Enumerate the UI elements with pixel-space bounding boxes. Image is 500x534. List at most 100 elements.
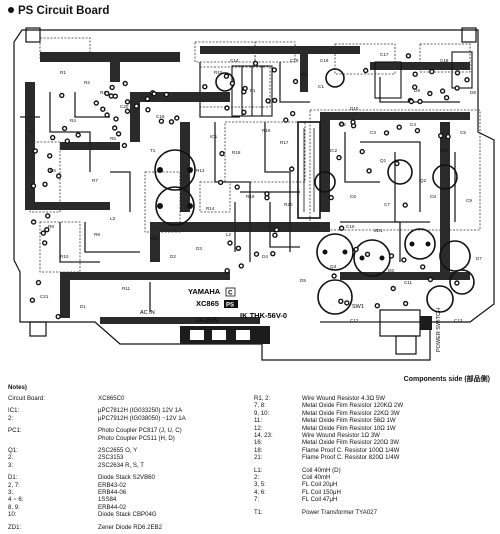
solder-pad [224, 105, 230, 111]
notes-key: 9, 10: [254, 409, 270, 417]
solder-pad [344, 300, 350, 306]
notes-value: Zener Diode RD6.2EB2 [98, 523, 163, 531]
notes-heading: Notes) [8, 384, 27, 391]
solder-pad [227, 240, 233, 246]
notes-key: 7, 8: [254, 402, 266, 410]
solder-pad [40, 230, 46, 236]
notes-row: 2, 7:ERB43-02 [8, 482, 248, 489]
solder-pad [445, 133, 451, 140]
badge-c: C [228, 290, 233, 297]
solder-pad [47, 167, 53, 174]
solder-pad [56, 173, 62, 179]
notes-value: Photo Coupler PC511 (H, D) [98, 434, 175, 442]
notes-key: 2: [8, 414, 14, 422]
solder-pad [224, 267, 230, 274]
solder-pad [289, 166, 295, 172]
ac-in-label: AC IN [140, 310, 155, 316]
solder-pad [438, 132, 444, 139]
page-title: PS Circuit Board [8, 5, 109, 17]
solder-pad [59, 92, 65, 99]
notes-value: 1SS84 [98, 496, 117, 504]
solder-pad [414, 127, 421, 134]
component-ref-label: R20 [284, 202, 293, 207]
notes-key: 11: [254, 417, 263, 425]
notes-row: 21:Flame Proof C. Resistor 820Ω 1/4W [252, 454, 494, 461]
solder-pad [174, 115, 180, 121]
notes-key: PC1: [8, 427, 22, 435]
notes-key [8, 435, 98, 442]
solder-pad [420, 264, 426, 270]
notes-row: ZD1: Zener Diode RD6.2EB2 [8, 524, 248, 531]
solder-pad [30, 183, 37, 189]
solder-pad [383, 130, 390, 136]
notes-row: L1:Coil 40mH (D) [252, 467, 494, 474]
component-ref-label: F1 [250, 88, 256, 93]
solder-pad [47, 153, 53, 159]
component-ref-label: R18 [232, 150, 241, 155]
notes-row: 16:Metal Oxide Film Resistor 220Ω 3W [252, 439, 494, 446]
component-ref-label: C13 [454, 318, 463, 323]
component-ref-label: C7 [384, 202, 390, 207]
solder-pad [328, 194, 334, 201]
solder-pad [272, 232, 278, 238]
notes-value: Power Transformer TYA027 [302, 508, 377, 516]
component-ref-label: C2 [340, 122, 346, 127]
component-ref-label: T1 [150, 148, 156, 153]
component-ref-label: R12 [150, 236, 159, 241]
component-ref-label: C1 [318, 84, 324, 89]
solder-pad [338, 225, 345, 231]
notes-value: Coil 40mH (D) [302, 466, 341, 474]
notes-row: 8, 9:ERB44-02 [8, 504, 248, 511]
notes-key: T1: [254, 508, 263, 516]
solder-pad [122, 80, 128, 87]
page-title-text: PS Circuit Board [18, 5, 110, 17]
solder-pad [402, 300, 409, 307]
solder-pad [223, 73, 230, 79]
solder-pad [124, 108, 131, 114]
notes-row: Q1:2SC2655 O, Y [8, 447, 248, 454]
notes-key: R1, 2: [254, 395, 271, 402]
component-ref-label: L4 [30, 128, 36, 133]
component-ref-label: C5 [460, 130, 466, 135]
notes-row: 14, 23:Wire Wound Resistor 1Ω 3W [252, 432, 494, 439]
solder-pad [44, 226, 50, 233]
solder-pad [50, 134, 56, 141]
solder-pad [454, 85, 460, 91]
notes-row: 7, 8:Metal Oxide Film Resistor 120KΩ 2W [252, 402, 494, 409]
notes-row: 2:Coil 40mH [252, 474, 494, 481]
component-ref-label: R7 [92, 178, 98, 183]
bullet-icon [8, 7, 14, 13]
component-ref-label: R17 [280, 140, 289, 145]
component-ref-label: C8 [430, 194, 436, 199]
solder-pad [42, 181, 48, 188]
solder-pad [64, 138, 71, 144]
solder-pad [405, 53, 412, 59]
component-ref-label: C14 [230, 58, 239, 63]
notes-key: 4 ~ 6: [8, 496, 24, 504]
notes-key: 7: [254, 496, 260, 504]
notes-row: 10:Diode Stack CBP04G [8, 511, 248, 518]
solder-pad [443, 94, 450, 101]
solder-pad [55, 313, 61, 320]
component-ref-label: C21 [40, 294, 49, 299]
solder-pad [265, 98, 271, 104]
component-ref-label: L1 [268, 224, 274, 229]
solder-pad [109, 84, 115, 91]
pcb-drawing: YAMAHA C XC865 PS IK THK-56V-0 2A 250V A… [0, 22, 500, 368]
notes-value: Flame Proof C. Resistor 100Ω 1/4W [302, 446, 400, 454]
solder-pad [163, 91, 170, 98]
component-ref-label: R14 [206, 206, 215, 211]
component-ref-label: R9 [94, 232, 100, 237]
solder-pad [113, 116, 119, 122]
component-ref-label: D5 [300, 278, 306, 283]
solder-pad [124, 99, 131, 105]
component-ref-label: C12 [350, 318, 359, 323]
solder-pad [359, 148, 365, 155]
notes-key: 2: [254, 474, 260, 482]
component-ref-label: D8 [470, 90, 476, 95]
solder-pad [219, 150, 225, 157]
solder-pad [338, 121, 345, 127]
notes-key: ZD1: [8, 523, 22, 531]
notes-row: 3, 5:FL Coil 20μH [252, 481, 494, 488]
